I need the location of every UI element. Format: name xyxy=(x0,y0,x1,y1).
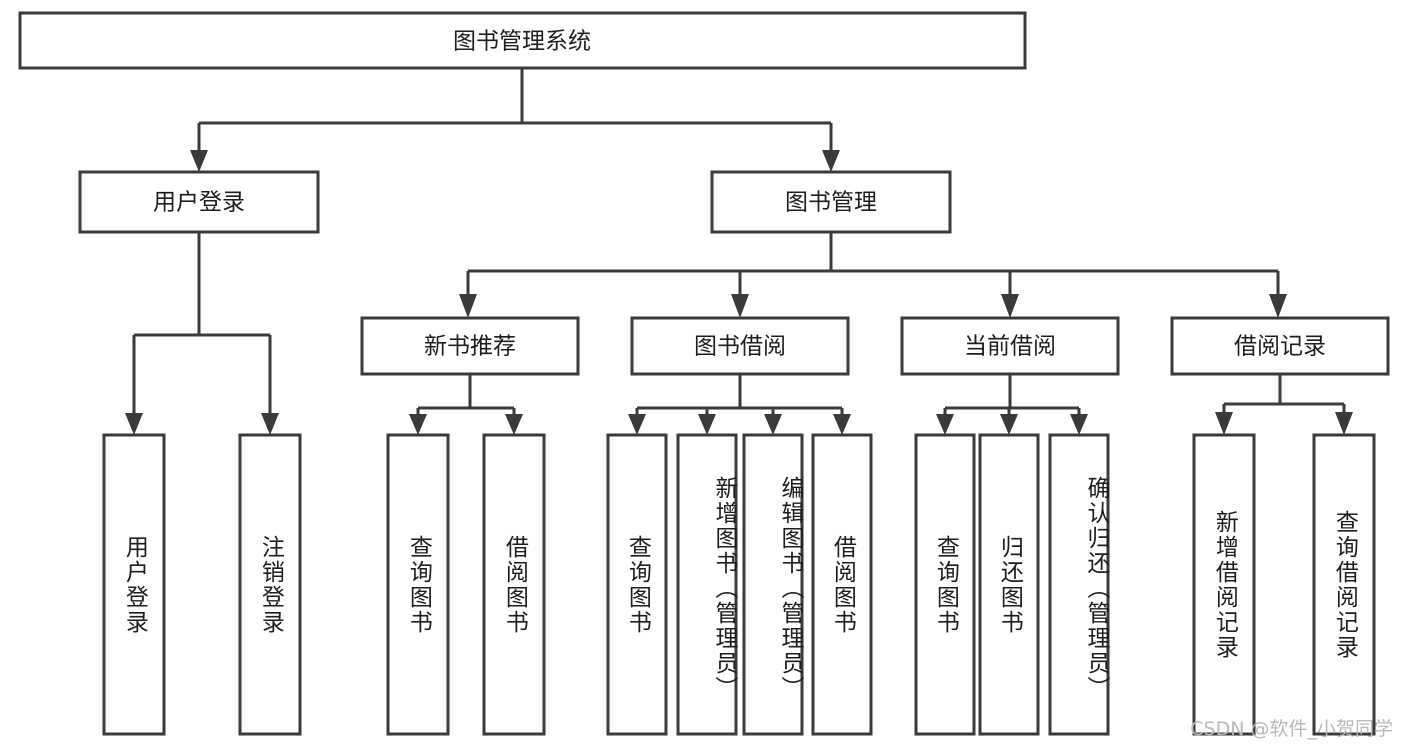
node-borrow-record-label: 借阅记录 xyxy=(1234,334,1326,360)
node-new-book-recommend[interactable] xyxy=(360,316,580,376)
node-leaf-query-book-2[interactable] xyxy=(606,433,668,736)
node-leaf-return-book[interactable] xyxy=(978,433,1040,736)
arrow-head-leaf-borrow-book-1 xyxy=(505,414,523,435)
arrow-head-leaf-return-book xyxy=(1000,414,1018,435)
node-borrow-record[interactable] xyxy=(1170,316,1390,376)
arrow-head-leaf-query-book-1 xyxy=(409,414,427,435)
arrow-head-book-management xyxy=(822,150,840,172)
node-user-login[interactable] xyxy=(78,170,320,234)
node-leaf-query-book-1[interactable] xyxy=(386,433,450,736)
node-root-label: 图书管理系统 xyxy=(453,29,591,55)
arrow-head-leaf-query-record xyxy=(1335,412,1353,435)
csdn-watermark: CSDN @软件_小贺同学 xyxy=(1190,718,1393,740)
arrow-head-book-borrow xyxy=(731,294,749,318)
node-book-management-label: 图书管理 xyxy=(785,190,877,216)
arrow-head-leaf-borrow-book-2 xyxy=(833,414,851,435)
node-leaf-query-record[interactable] xyxy=(1312,433,1376,736)
node-root[interactable] xyxy=(18,11,1027,70)
arrow-head-leaf-add-record xyxy=(1215,412,1233,435)
node-layer: 图书管理系统 用户登录 图书管理 新书推荐 图书借阅 当前借阅 借阅记录 xyxy=(18,11,1390,736)
node-leaf-query-book-3[interactable] xyxy=(914,433,976,736)
arrow-head-leaf-query-book-2 xyxy=(628,414,646,435)
arrow-head-current-borrow xyxy=(1001,294,1019,318)
node-current-borrow-label: 当前借阅 xyxy=(964,334,1056,360)
node-user-login-label: 用户登录 xyxy=(153,190,245,216)
node-book-borrow[interactable] xyxy=(630,316,850,376)
node-leaf-add-book[interactable] xyxy=(676,433,738,736)
node-leaf-confirm-return[interactable] xyxy=(1048,433,1110,736)
arrow-head-leaf-user-login xyxy=(125,413,143,435)
node-leaf-add-record[interactable] xyxy=(1192,433,1256,736)
node-new-book-recommend-label: 新书推荐 xyxy=(424,334,516,360)
arrow-head-borrow-record xyxy=(1269,294,1287,318)
node-book-management[interactable] xyxy=(710,170,952,234)
arrow-head-leaf-edit-book xyxy=(764,414,782,435)
node-leaf-borrow-book-2[interactable] xyxy=(811,433,873,736)
arrow-head-leaf-user-logout xyxy=(261,413,279,435)
arrow-head-leaf-confirm-return xyxy=(1070,414,1088,435)
node-current-borrow[interactable] xyxy=(900,316,1120,376)
arrow-head-user-login xyxy=(190,150,208,172)
arrow-head-leaf-query-book-3 xyxy=(936,414,954,435)
connector-layer xyxy=(125,68,1353,435)
arrow-head-leaf-add-book xyxy=(698,414,716,435)
node-leaf-user-login[interactable] xyxy=(102,433,166,736)
node-leaf-user-logout[interactable] xyxy=(238,433,302,736)
node-leaf-edit-book[interactable] xyxy=(742,433,804,736)
node-leaf-borrow-book-1[interactable] xyxy=(482,433,546,736)
arrow-head-new-book-recommend xyxy=(459,294,477,318)
node-book-borrow-label: 图书借阅 xyxy=(694,334,786,360)
